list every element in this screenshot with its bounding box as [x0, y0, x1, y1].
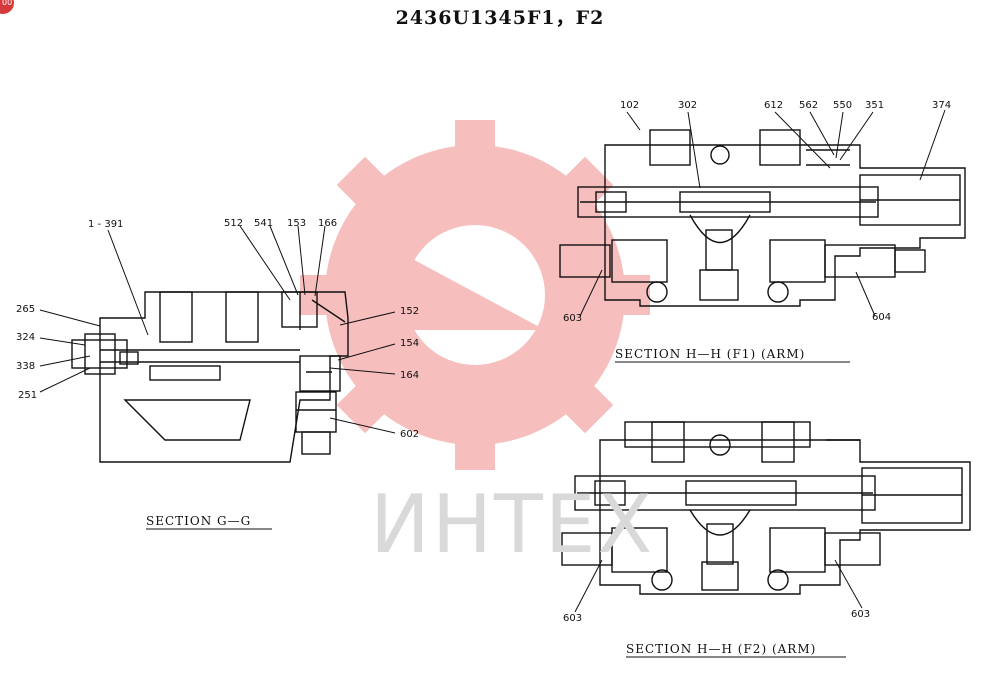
label-351: 351 [865, 100, 884, 111]
section-hh-f2-drawing [561, 421, 971, 595]
section-hh-f1-drawing [559, 129, 966, 307]
label-152: 152 [400, 306, 419, 317]
label-324: 324 [16, 332, 35, 343]
caption-section-hh-f2: SECTION H—H (F2) (ARM) [626, 642, 816, 656]
label-612: 612 [764, 100, 783, 111]
corner-badge-text: 00 [2, 0, 13, 7]
label-374: 374 [932, 100, 951, 111]
label-603: 603 [563, 613, 582, 624]
label-166: 166 [318, 218, 337, 229]
section-gg-drawing [71, 291, 349, 463]
label-164: 164 [400, 370, 419, 381]
label-102: 102 [620, 100, 639, 111]
section-gg-leaders [39, 225, 396, 434]
section-hh-f1-labels: 102 302 612 562 550 351 374 603 604 [563, 100, 951, 324]
label-265: 265 [16, 304, 35, 315]
label-603: 603 [563, 313, 582, 324]
label-562: 562 [799, 100, 818, 111]
section-gg-labels: 1 - 391 512 541 153 166 265 324 338 251 … [16, 218, 419, 440]
label-251: 251 [18, 390, 37, 401]
label-302: 302 [678, 100, 697, 111]
corner-badge: 00 [0, 0, 14, 14]
label-603: 603 [851, 609, 870, 620]
label-550: 550 [833, 100, 852, 111]
section-hh-f2-labels: 603 603 [563, 609, 870, 624]
caption-section-gg: SECTION G—G [146, 514, 251, 528]
section-hh-f2-leaders [574, 559, 863, 613]
label-541: 541 [254, 218, 273, 229]
label-338: 338 [16, 361, 35, 372]
caption-section-hh-f1: SECTION H—H (F1) (ARM) [615, 347, 805, 361]
label-602: 602 [400, 429, 419, 440]
watermark-text: ИНТЕХ [370, 478, 655, 571]
section-hh-f1-leaders [579, 109, 946, 317]
label-153: 153 [287, 218, 306, 229]
label-512: 512 [224, 218, 243, 229]
label-604: 604 [872, 312, 891, 323]
label-1-391: 1 - 391 [88, 219, 123, 230]
watermark-gear-icon [300, 120, 650, 470]
label-154: 154 [400, 338, 419, 349]
drawing-title: 2436U1345F1，F2 [395, 7, 605, 29]
